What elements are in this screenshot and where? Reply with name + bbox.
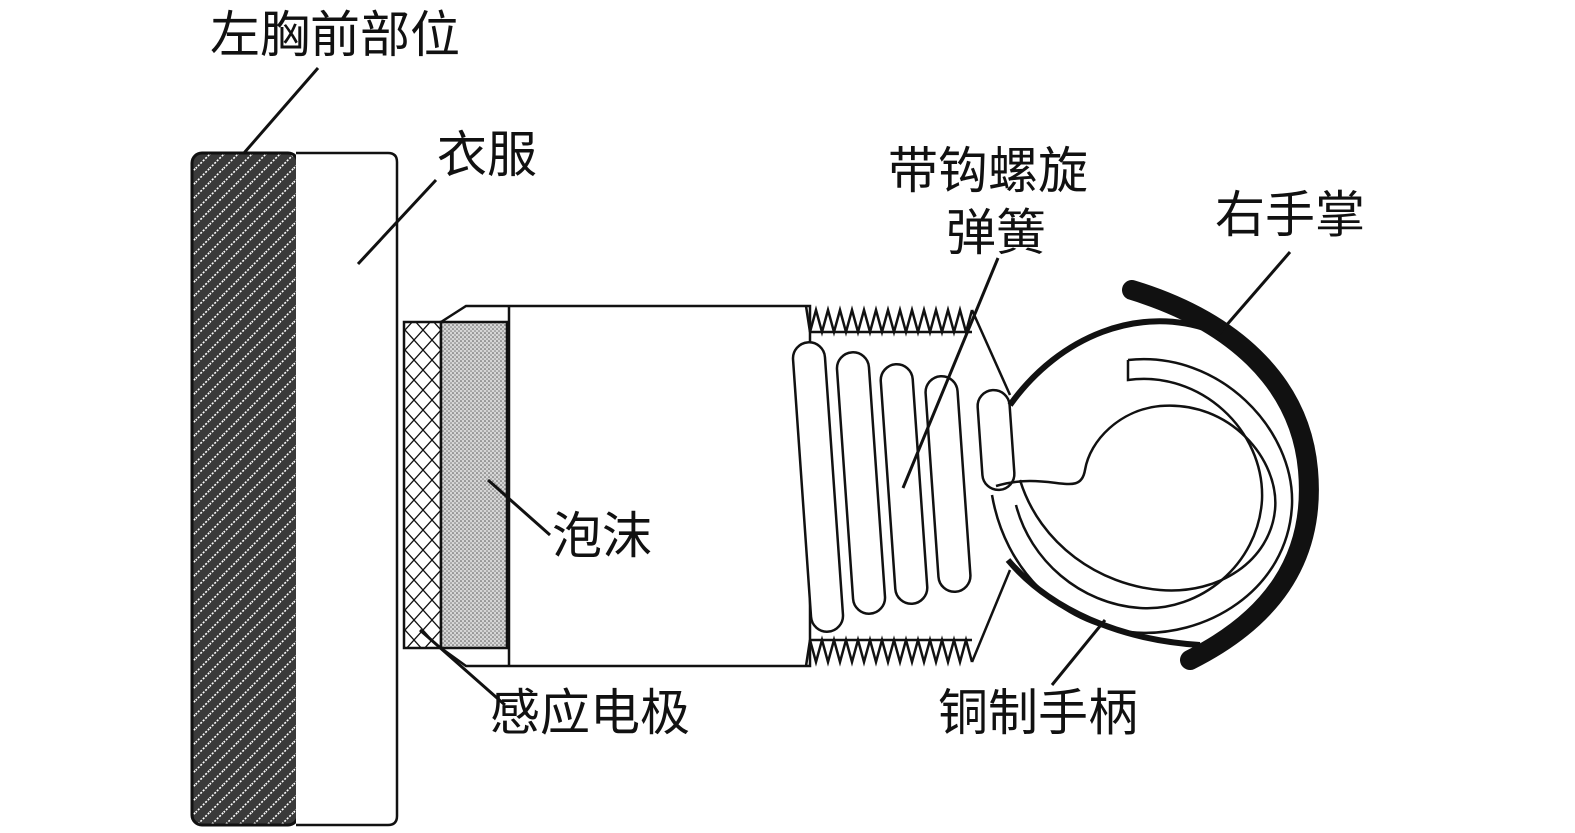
spring-hook-inner (1014, 360, 1264, 610)
clothes-layer (296, 151, 399, 827)
copper-handle-lower (1005, 558, 1201, 648)
label-chest: 左胸前部位 (210, 6, 460, 64)
label-handle: 铜制手柄 (938, 684, 1138, 742)
sensing-electrode (402, 320, 443, 650)
leader-foam (487, 478, 551, 537)
leader-electrode (419, 628, 506, 707)
label-spring-line2: 弹簧 (946, 204, 1046, 262)
right-palm (1122, 280, 1319, 670)
leader-palm (1216, 251, 1292, 336)
thread-bottom (804, 635, 974, 667)
label-foam: 泡沫 (552, 507, 652, 565)
label-clothes: 衣服 (437, 126, 537, 184)
chest-body (190, 151, 300, 827)
thread-end-bottom (970, 569, 1012, 663)
coil-spring (791, 341, 1016, 633)
label-spring-line1: 带钩螺旋 (888, 142, 1088, 200)
foam-layer (439, 320, 509, 650)
label-electrode: 感应电极 (490, 684, 690, 742)
leader-clothes (356, 178, 438, 266)
leader-spring (901, 257, 1000, 489)
label-palm: 右手掌 (1215, 186, 1365, 244)
copper-handle (1007, 318, 1212, 407)
thread-end-top (970, 309, 1012, 396)
spring-hook (995, 404, 1277, 592)
thread-top (804, 305, 974, 337)
leader-handle (1050, 619, 1107, 686)
leader-chest (242, 67, 320, 154)
